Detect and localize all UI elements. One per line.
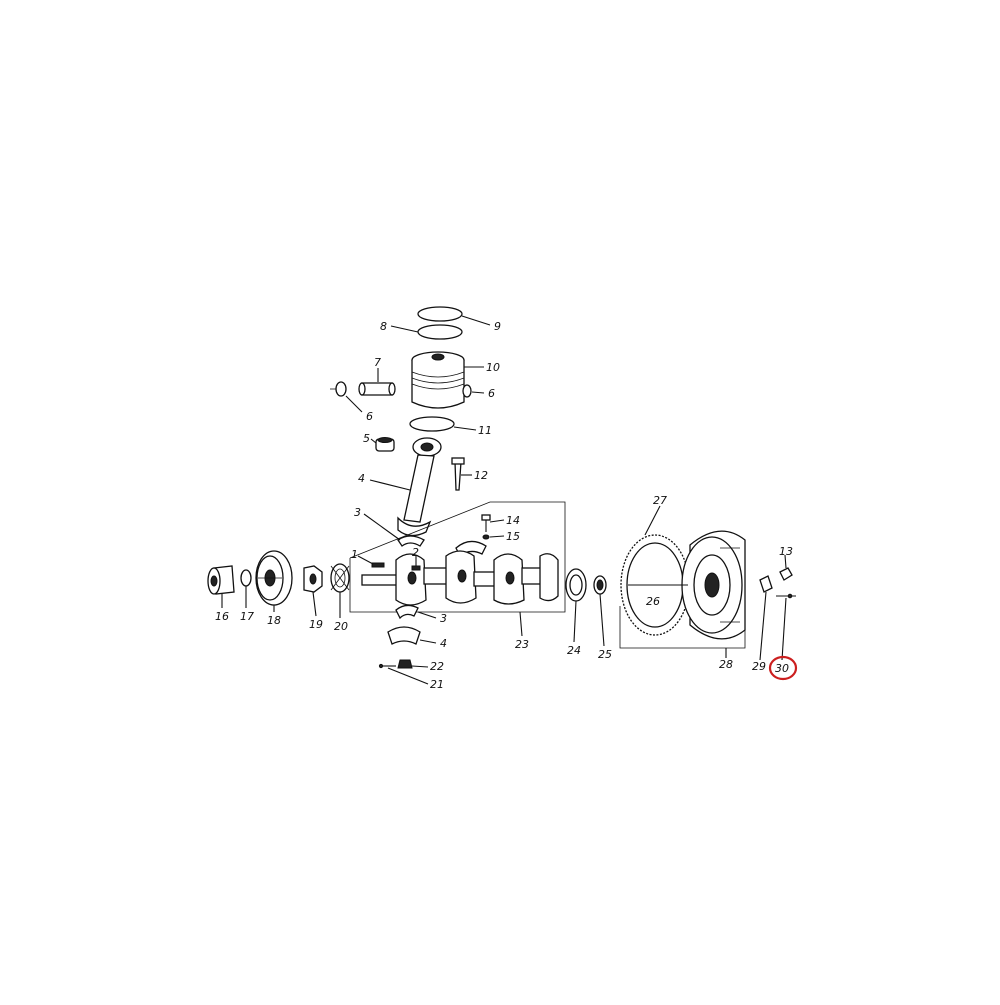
callout-9: 9 — [494, 320, 501, 333]
bearing-shell-upper — [397, 535, 425, 547]
callout-7: 7 — [374, 356, 381, 369]
rear-bush — [593, 575, 607, 595]
flywheel-bolt — [779, 567, 793, 581]
main-bearing-washer — [482, 534, 490, 540]
main-bearing-bolt — [481, 514, 491, 532]
callout-29: 29 — [752, 660, 766, 673]
callout-22: 22 — [430, 660, 444, 673]
highlight-circle — [768, 655, 798, 681]
flywheel — [681, 530, 746, 640]
crank-pulley — [255, 550, 293, 606]
circlip-left — [330, 381, 347, 397]
callout-1: 1 — [351, 548, 358, 561]
rear-seal-ring — [565, 568, 587, 602]
pulley-nut — [303, 565, 323, 593]
callout-12: 12 — [474, 469, 488, 482]
callout-30: 30 — [775, 662, 789, 675]
connecting-rod — [397, 437, 442, 537]
callout-19: 19 — [309, 618, 323, 631]
callout-28: 28 — [719, 658, 733, 671]
callout-3-upper: 3 — [354, 506, 361, 519]
piston-pin — [358, 382, 396, 396]
timing-gear — [330, 563, 350, 593]
leader-lines — [221, 315, 787, 685]
callout-20: 20 — [334, 620, 348, 633]
piston-ring-lower — [409, 416, 455, 432]
callout-24: 24 — [567, 644, 581, 657]
callout-14: 14 — [506, 514, 520, 527]
callout-26: 26 — [646, 595, 660, 608]
callout-6-left: 6 — [366, 410, 373, 423]
callout-11: 11 — [478, 424, 492, 437]
callout-3-lower: 3 — [440, 612, 447, 625]
front-washer — [240, 569, 252, 587]
callout-21: 21 — [430, 678, 444, 691]
callout-27: 27 — [653, 494, 667, 507]
callout-8: 8 — [380, 320, 387, 333]
callout-15: 15 — [506, 530, 520, 543]
callout-10: 10 — [486, 361, 500, 374]
small-end-bush — [375, 437, 395, 452]
flywheel-dowel — [759, 575, 773, 593]
callout-4-upper: 4 — [358, 472, 365, 485]
bearing-shell-lower — [395, 604, 419, 620]
connecting-rod-cap — [387, 626, 421, 645]
callout-4-lower: 4 — [440, 637, 447, 650]
crankshaft — [361, 550, 559, 606]
callout-25: 25 — [598, 648, 612, 661]
circlip-right — [462, 384, 472, 398]
piston — [411, 351, 465, 409]
callout-5: 5 — [363, 432, 370, 445]
rod-nut — [397, 659, 413, 669]
rod-bolt — [451, 457, 465, 491]
callout-6-right: 6 — [488, 387, 495, 400]
callout-13: 13 — [779, 545, 793, 558]
callout-23: 23 — [515, 638, 529, 651]
callout-labels: 1 2 3 3 4 4 5 6 6 7 8 9 10 11 12 13 14 1… — [215, 320, 793, 691]
front-hub — [207, 565, 235, 595]
piston-ring-upper — [417, 306, 463, 322]
callout-18: 18 — [267, 614, 281, 627]
callout-2: 2 — [412, 546, 419, 559]
callout-17: 17 — [240, 610, 254, 623]
lock-pin — [378, 663, 396, 669]
piston-ring-middle — [417, 324, 463, 340]
callout-16: 16 — [215, 610, 229, 623]
woodruff-key — [371, 562, 385, 568]
dowel-pin — [411, 565, 421, 571]
split-pin — [776, 593, 796, 599]
crankshaft-group-frame — [349, 501, 566, 613]
